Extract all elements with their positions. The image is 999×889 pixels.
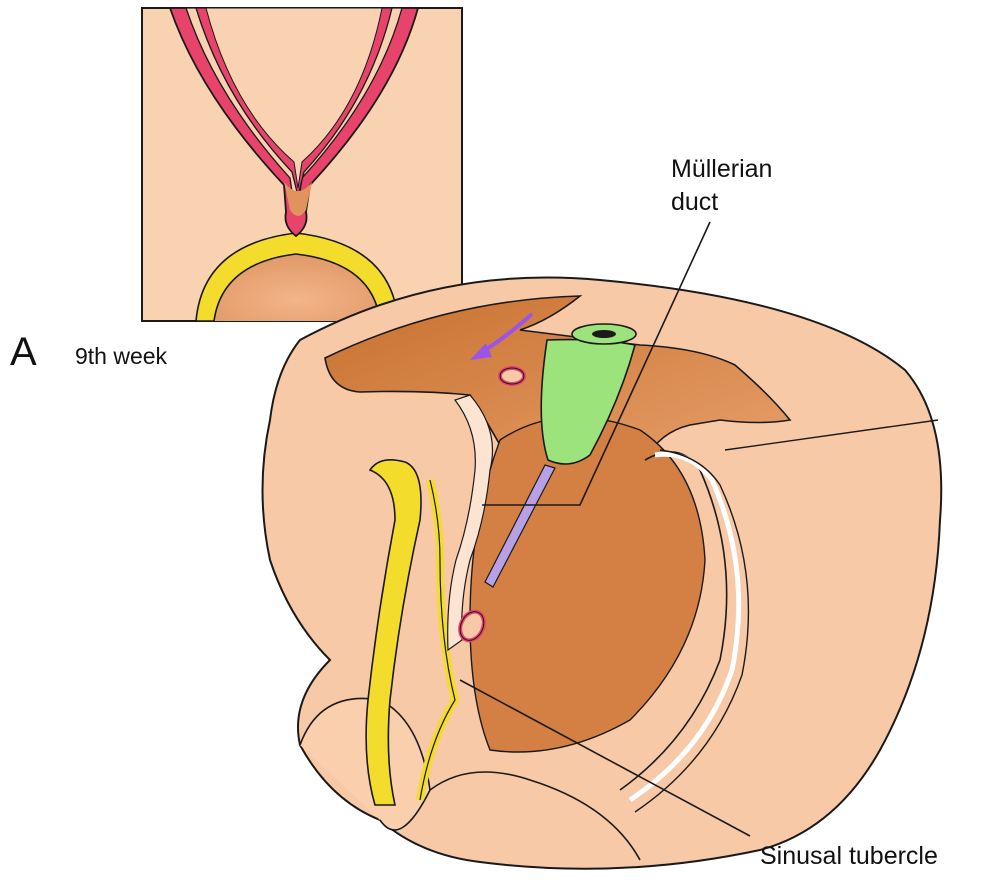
mullerian-duct-label: Müllerian duct <box>671 153 772 219</box>
inset-cross-section <box>142 8 462 321</box>
sinusal-tubercle-label: Sinusal tubercle <box>760 842 938 871</box>
mullerian-label-line1: Müllerian <box>671 153 772 186</box>
3d-section <box>263 278 942 869</box>
stage-label: 9th week <box>75 343 167 370</box>
mullerian-label-line2: duct <box>671 186 772 219</box>
panel-letter: A <box>10 330 37 375</box>
